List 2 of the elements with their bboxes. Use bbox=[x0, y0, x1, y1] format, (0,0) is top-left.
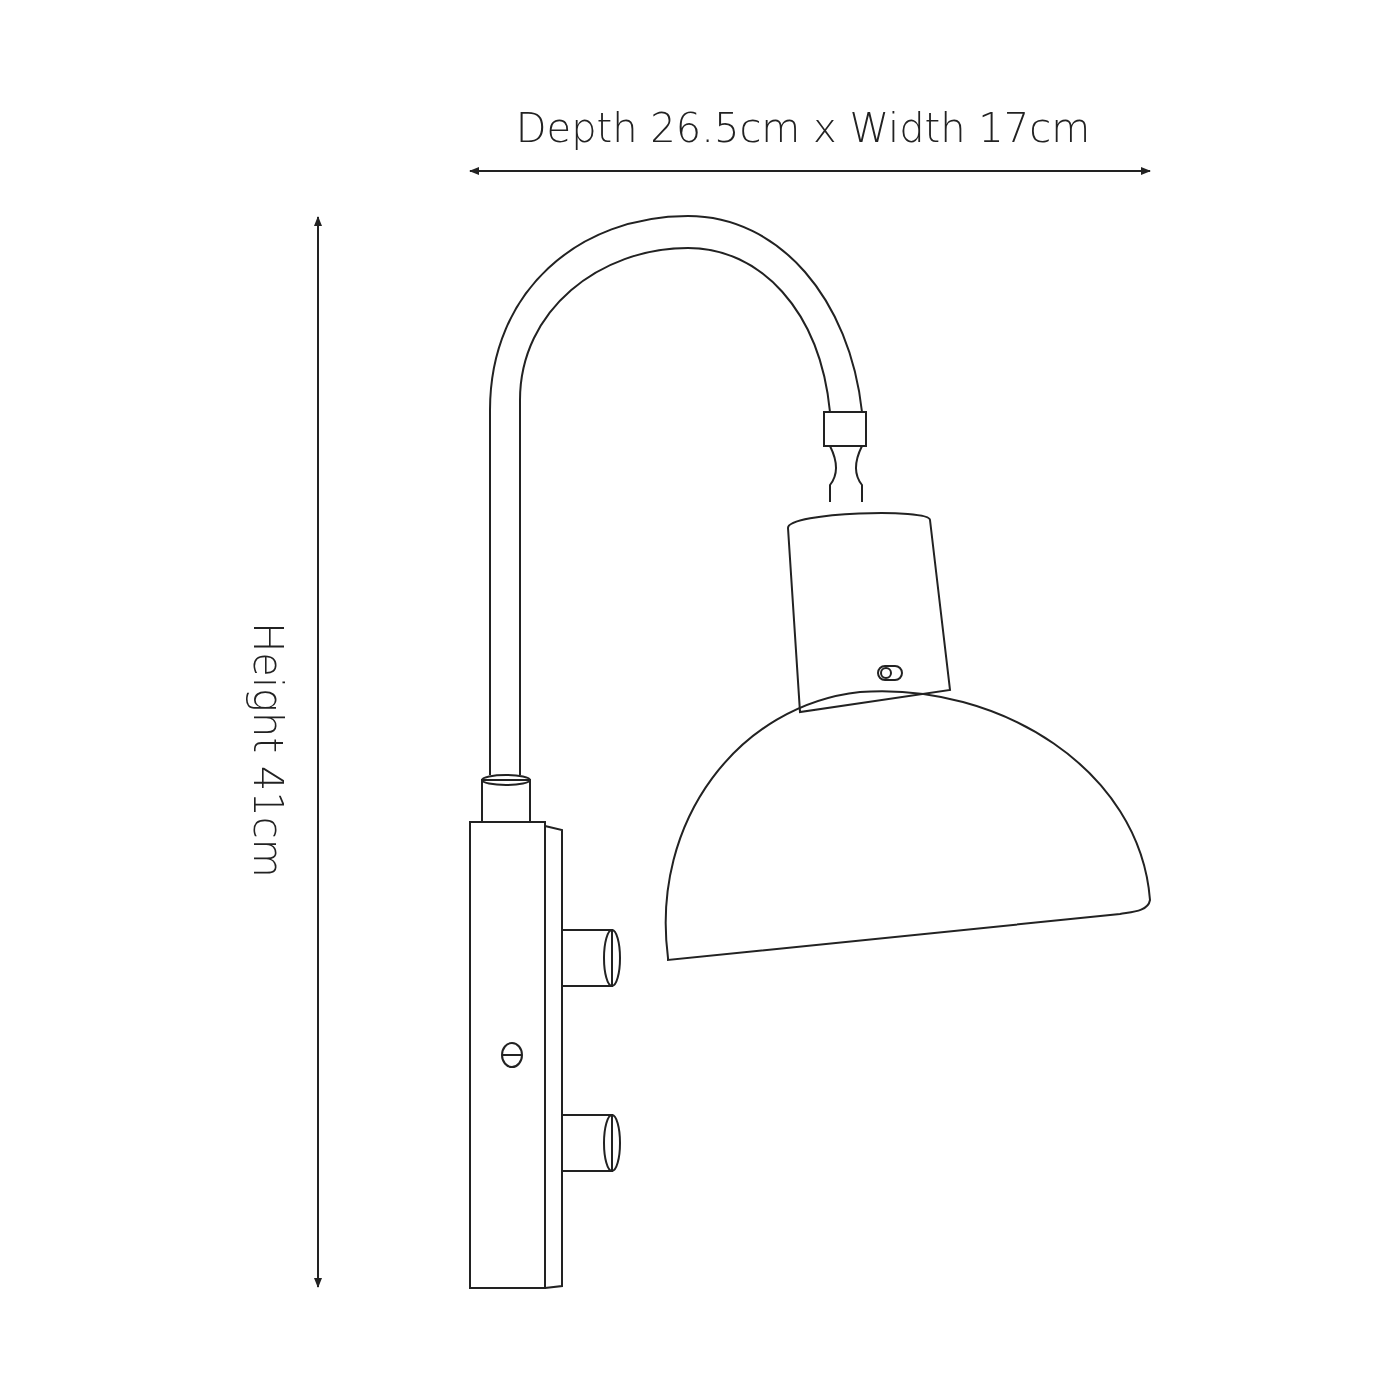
dimension-label: Height 41cm bbox=[248, 622, 288, 878]
dimension-label: Depth 26.5cm x Width 17cm bbox=[515, 108, 1091, 148]
